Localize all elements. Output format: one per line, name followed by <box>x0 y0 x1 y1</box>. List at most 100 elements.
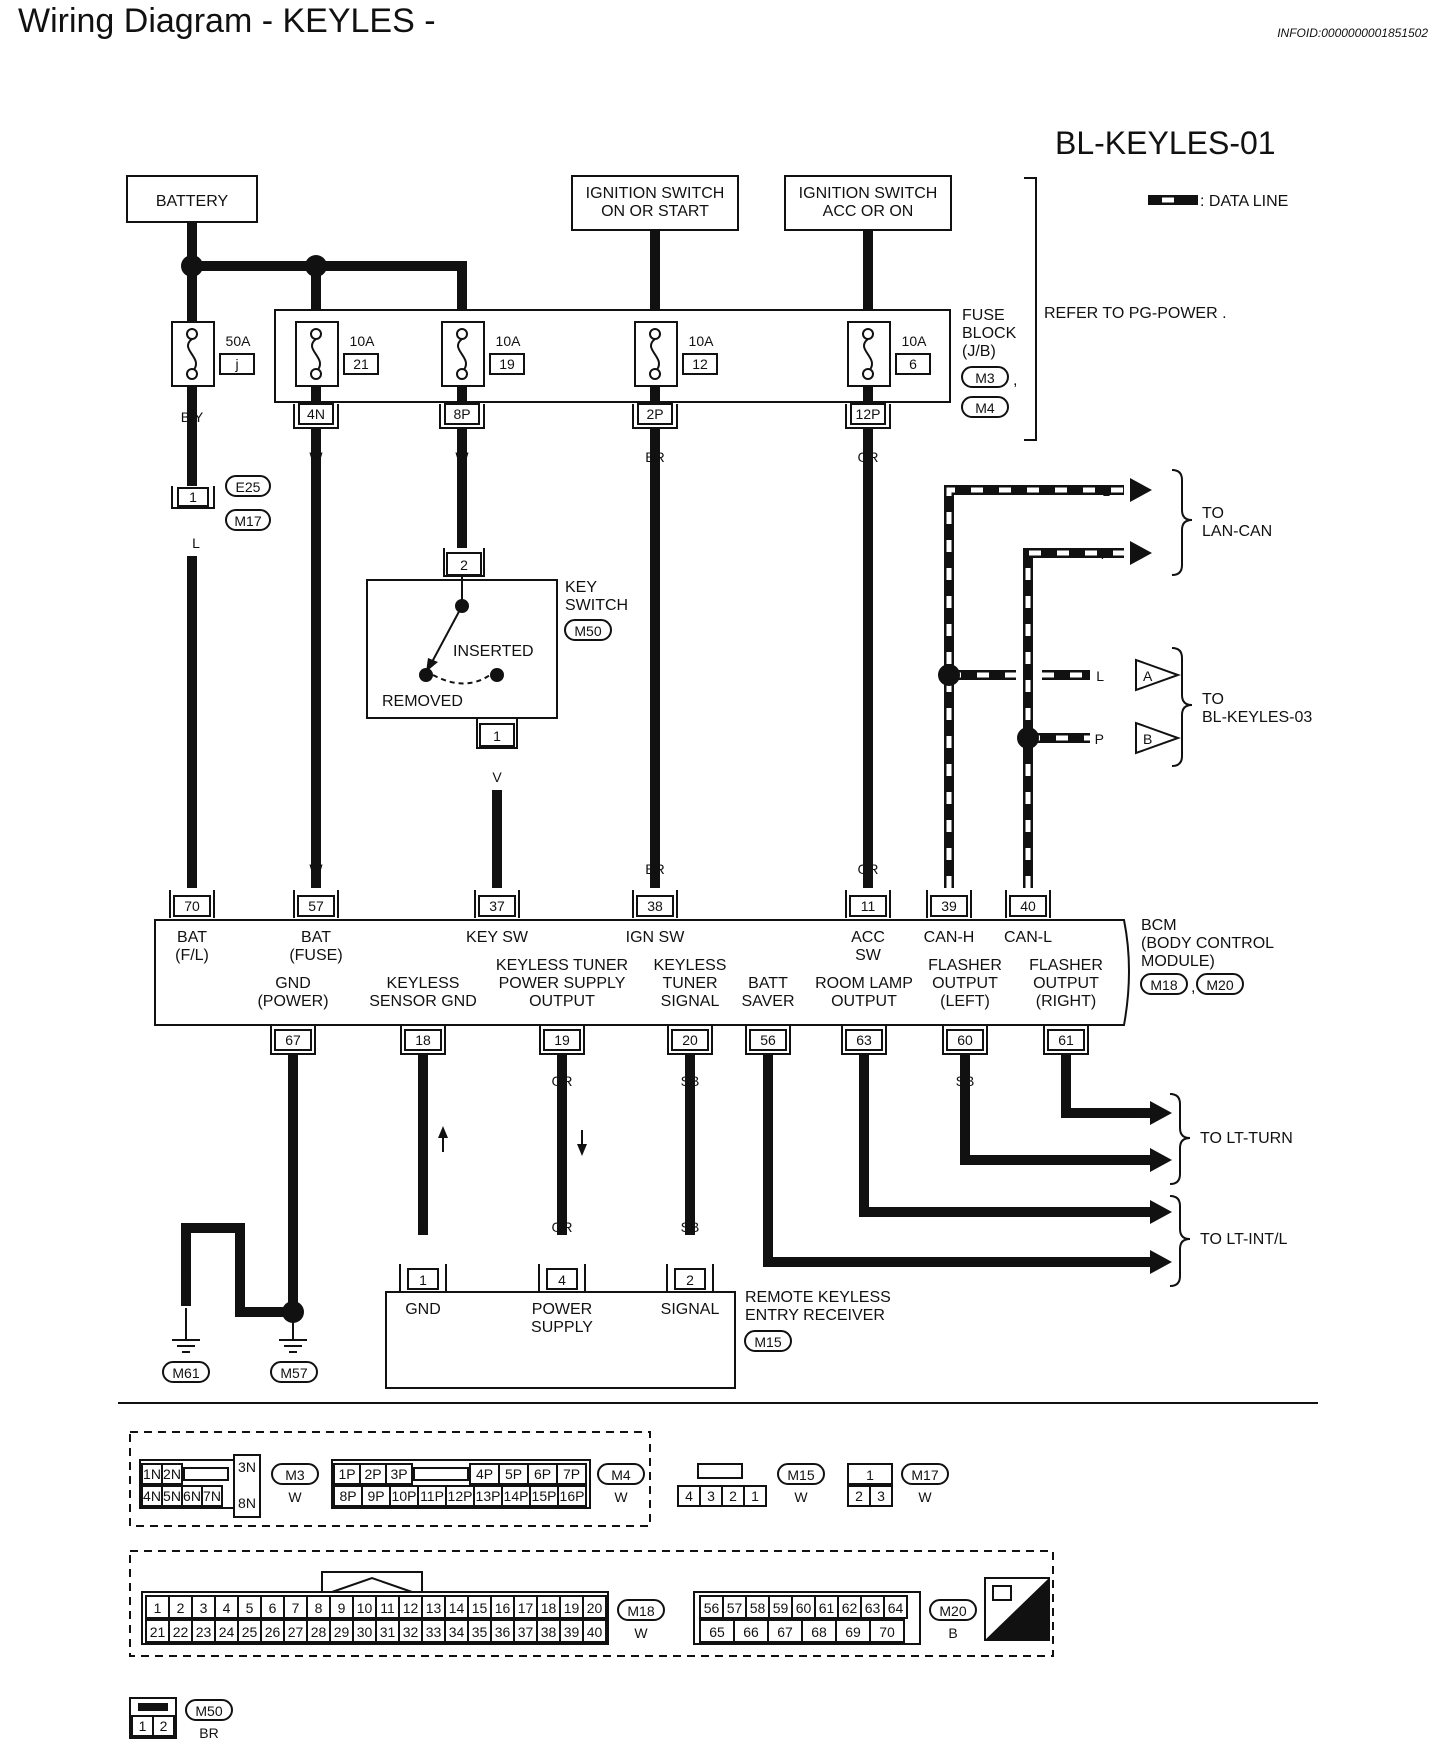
ignition-switch-on-start-box: IGNITION SWITCH ON OR START <box>571 175 739 231</box>
svg-text:10A: 10A <box>902 333 928 349</box>
svg-text:60: 60 <box>796 1600 812 1616</box>
svg-text:58: 58 <box>750 1600 766 1616</box>
svg-text:BAT: BAT <box>301 929 331 946</box>
svg-text:GR: GR <box>858 449 879 465</box>
svg-text:61: 61 <box>819 1600 835 1616</box>
svg-text:15P: 15P <box>532 1488 557 1504</box>
svg-text:2P: 2P <box>646 406 663 422</box>
svg-text:OUTPUT: OUTPUT <box>529 993 595 1010</box>
svg-text:1P: 1P <box>338 1466 355 1482</box>
svg-text:12P: 12P <box>448 1488 473 1504</box>
svg-text:10: 10 <box>357 1600 373 1616</box>
svg-text:BAT: BAT <box>177 929 207 946</box>
svg-text:P: P <box>1023 861 1032 877</box>
svg-text:SAVER: SAVER <box>741 993 794 1010</box>
svg-text:15: 15 <box>472 1600 488 1616</box>
svg-text:Y: Y <box>418 1219 428 1235</box>
svg-text:ACC: ACC <box>851 929 885 946</box>
svg-text:38: 38 <box>647 898 663 914</box>
battery-label: BATTERY <box>156 193 229 210</box>
svg-text:Y: Y <box>1121 1254 1131 1270</box>
svg-text:M15: M15 <box>787 1467 814 1483</box>
svg-text:19: 19 <box>554 1032 570 1048</box>
svg-text:(LEFT): (LEFT) <box>940 993 990 1010</box>
fuse-block-connector-m3: M3 <box>961 366 1009 388</box>
svg-text:V: V <box>492 769 502 785</box>
svg-text:SB: SB <box>681 1219 700 1235</box>
svg-text:18: 18 <box>541 1600 557 1616</box>
joint-connector: 1 E25 M17 L <box>171 475 271 551</box>
svg-text:16P: 16P <box>560 1488 585 1504</box>
svg-text:37: 37 <box>489 898 505 914</box>
svg-text:SIGNAL: SIGNAL <box>661 993 720 1010</box>
svg-text:1: 1 <box>866 1467 874 1483</box>
svg-text:2: 2 <box>686 1272 694 1288</box>
svg-text:2P: 2P <box>364 1466 381 1482</box>
svg-text:19: 19 <box>499 356 515 372</box>
connector-group-2 <box>129 1550 1054 1657</box>
svg-text:69: 69 <box>845 1624 861 1640</box>
svg-text:O: O <box>1119 1105 1130 1121</box>
svg-text:W: W <box>309 449 323 465</box>
svg-text:M17: M17 <box>911 1467 938 1483</box>
svg-text:M3: M3 <box>285 1467 305 1483</box>
svg-text:B/Y: B/Y <box>181 409 204 425</box>
svg-text:POWER: POWER <box>532 1301 592 1318</box>
svg-text:35: 35 <box>472 1624 488 1640</box>
svg-text:L: L <box>188 861 196 877</box>
svg-text:B: B <box>948 1625 957 1641</box>
svg-text:L: L <box>1102 483 1110 499</box>
svg-text:1: 1 <box>419 1272 427 1288</box>
svg-text:68: 68 <box>811 1624 827 1640</box>
svg-text:W: W <box>794 1489 808 1505</box>
battery-box: BATTERY <box>126 175 258 223</box>
svg-text:10A: 10A <box>496 333 522 349</box>
svg-text:3: 3 <box>200 1600 208 1616</box>
svg-text:6: 6 <box>909 356 917 372</box>
svg-text:9P: 9P <box>367 1488 384 1504</box>
svg-text:B: B <box>288 1265 297 1281</box>
svg-text:26: 26 <box>265 1624 281 1640</box>
svg-text:M50: M50 <box>195 1703 222 1719</box>
key-switch: 2 INSERTED REMOVED 1 KEY SWITCH M50 V <box>366 548 628 785</box>
svg-text:SUPPLY: SUPPLY <box>531 1319 593 1336</box>
svg-text:ON OR START: ON OR START <box>601 203 709 220</box>
svg-text:11: 11 <box>861 898 876 914</box>
svg-text:W: W <box>918 1489 932 1505</box>
grounds: B B B M61 M57 <box>162 1265 318 1383</box>
svg-text:9: 9 <box>338 1600 346 1616</box>
svg-text:FLASHER: FLASHER <box>928 957 1002 974</box>
svg-text:SENSOR GND: SENSOR GND <box>369 993 477 1010</box>
svg-text:KEYLESS TUNER: KEYLESS TUNER <box>496 957 628 974</box>
svg-text:59: 59 <box>773 1600 789 1616</box>
svg-text:BCM: BCM <box>1141 917 1177 934</box>
svg-text:1N: 1N <box>143 1466 161 1482</box>
svg-text:REMOTE KEYLESS: REMOTE KEYLESS <box>745 1289 891 1306</box>
svg-text:A: A <box>1143 668 1153 684</box>
svg-text:TO LT-TURN: TO LT-TURN <box>1200 1130 1293 1147</box>
svg-text:KEYLESS: KEYLESS <box>654 957 727 974</box>
svg-text:33: 33 <box>426 1624 442 1640</box>
svg-text:M15: M15 <box>754 1334 781 1350</box>
svg-text:4: 4 <box>685 1488 693 1504</box>
svg-text:40: 40 <box>587 1624 603 1640</box>
svg-text:7N: 7N <box>203 1488 221 1504</box>
svg-text:1: 1 <box>189 489 197 505</box>
svg-text:38: 38 <box>541 1624 557 1640</box>
svg-text:8P: 8P <box>453 406 470 422</box>
svg-text:ROOM LAMP: ROOM LAMP <box>815 975 913 992</box>
svg-text:18: 18 <box>415 1032 431 1048</box>
svg-text:13: 13 <box>426 1600 442 1616</box>
svg-text:j: j <box>234 356 238 372</box>
